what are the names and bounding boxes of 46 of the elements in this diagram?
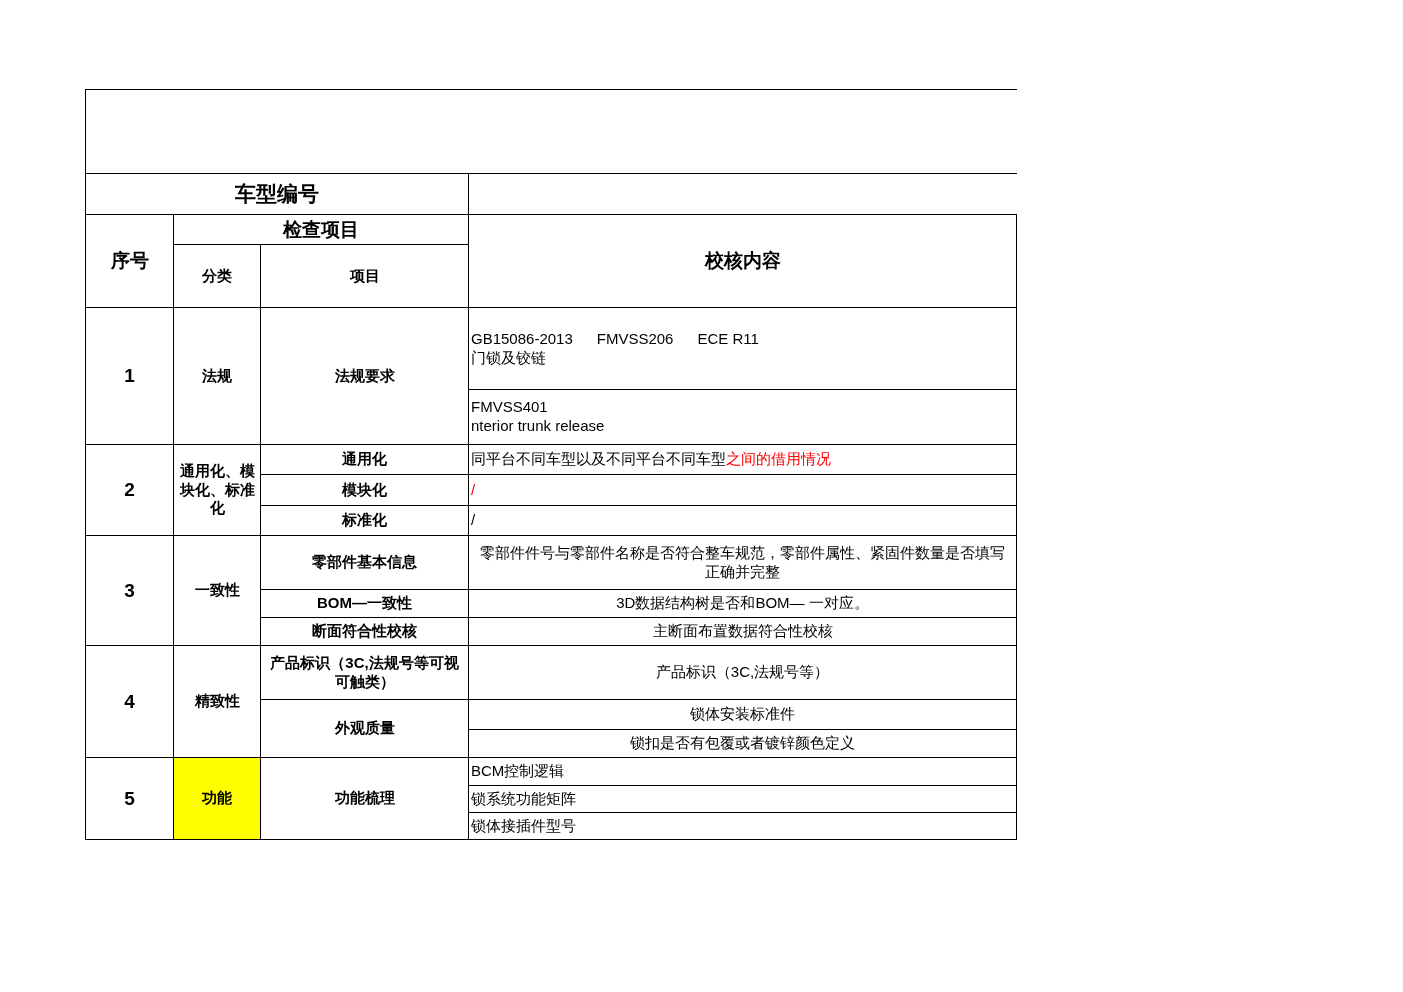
check-content-text: ECE R11 (697, 329, 759, 349)
check-content-text: 3D数据结构树是否和BOM— 一对应。 (616, 594, 869, 613)
check-content-text: FMVSS206 (596, 329, 674, 349)
check-content-text: 锁系统功能矩阵 (471, 789, 576, 809)
row-number: 3 (124, 578, 135, 603)
check-content-text: nterior trunk release (471, 417, 605, 436)
category-label: 法规 (202, 366, 232, 386)
column-header: 校核内容 (704, 249, 781, 273)
check-content-text: / (471, 480, 476, 500)
check-content-text: 锁体安装标准件 (690, 705, 795, 724)
check-item-label: BOM—一致性 (317, 594, 412, 613)
check-content-text: 锁扣是否有包覆或者镀锌颜色定义 (630, 734, 855, 753)
check-item-label: 标准化 (342, 511, 387, 530)
check-content-text: 主断面布置数据符合性校核 (652, 622, 833, 641)
check-content-text: BCM控制逻辑 (471, 762, 565, 781)
check-item-label: 外观质量 (334, 719, 395, 738)
check-content-text: FMVSS401 (471, 398, 548, 417)
check-content-text: 之间的借用情况 (726, 450, 831, 469)
check-item-label: 零部件基本信息 (312, 553, 417, 572)
check-content-text: 产品标识（3C,法规号等） (655, 663, 830, 682)
check-item-label: 法规要求 (334, 366, 395, 386)
check-item-label: 断面符合性校核 (312, 622, 417, 641)
category-label: 通用化、模块化、标准化 (178, 461, 256, 519)
column-header: 序号 (110, 249, 149, 273)
check-content-text: 锁体接插件型号 (471, 816, 576, 836)
row-number: 5 (124, 786, 135, 811)
row-number: 1 (124, 364, 135, 388)
check-item-label: 产品标识（3C,法规号等可视可触类） (269, 653, 460, 692)
column-header: 检查项目 (283, 217, 359, 242)
empty-box (85, 89, 1017, 174)
check-content-text: GB15086-2013 (471, 329, 573, 349)
check-item-label: 通用化 (342, 450, 387, 469)
check-item-label: 分类 (202, 266, 232, 286)
row-number: 4 (124, 689, 135, 714)
category-label: 精致性 (194, 692, 240, 711)
row-number: 2 (124, 478, 135, 502)
table-title: 车型编号 (235, 180, 319, 207)
check-item-label: 功能梳理 (334, 789, 395, 808)
check-item-label: 模块化 (342, 480, 387, 500)
check-content-text: / (471, 511, 476, 530)
check-item-label: 项目 (349, 266, 380, 286)
check-content-text: 零部件件号与零部件名称是否符合整车规范，零部件属性、紧固件数量是否填写正确并完整 (479, 543, 1006, 582)
check-content-text: 门锁及铰链 (471, 348, 546, 368)
category-label: 一致性 (194, 581, 240, 600)
check-content-text: 同平台不同车型以及不同平台不同车型 (471, 450, 726, 469)
category-label: 功能 (202, 789, 232, 808)
